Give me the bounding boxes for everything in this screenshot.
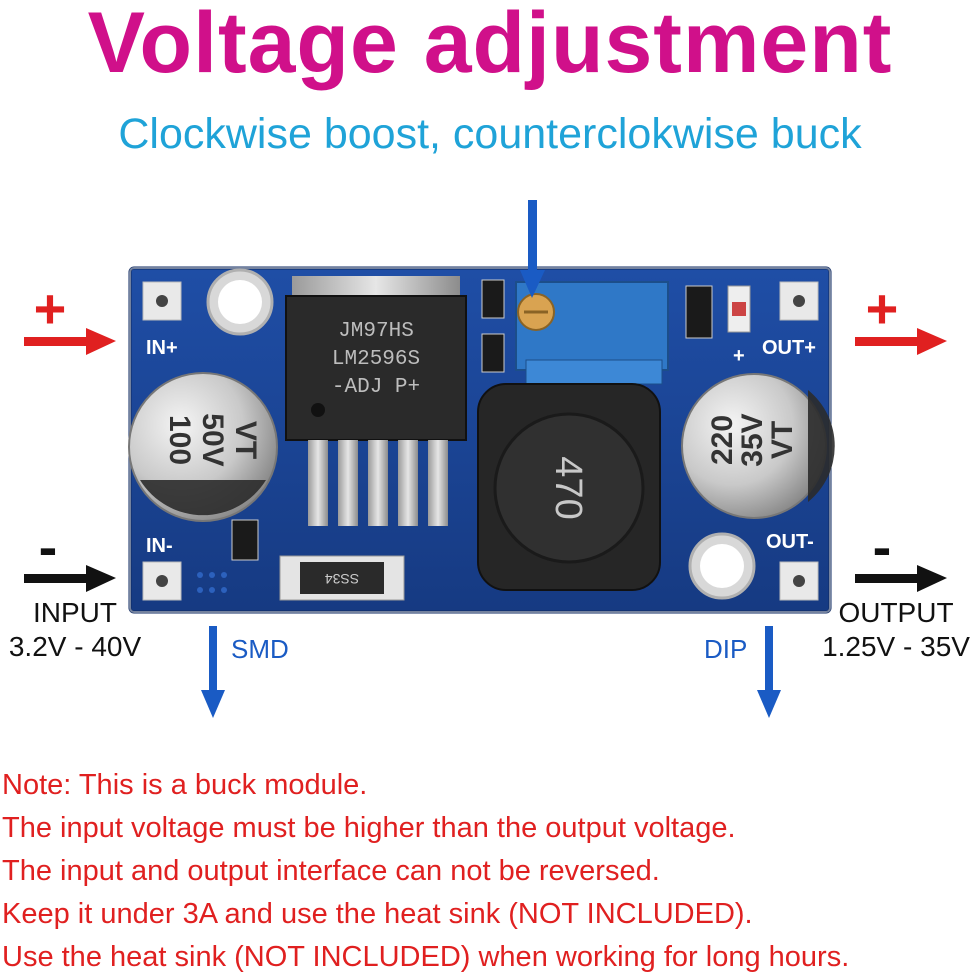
input-title: INPUT: [33, 597, 117, 628]
output-label: OUTPUT 1.25V - 35V: [812, 596, 980, 664]
adjust-arrow: [520, 200, 545, 298]
cap-in-label-3: VT: [229, 421, 262, 459]
input-label: INPUT 3.2V - 40V: [0, 596, 150, 664]
page-subtitle: Clockwise boost, counterclokwise buck: [118, 110, 862, 158]
smd-resistor-2: [481, 333, 505, 373]
note-line-2: The input voltage must be higher than th…: [2, 812, 736, 844]
inductor-label: 470: [547, 456, 589, 519]
input-negative-arrow: [24, 565, 116, 592]
pin-label-in-minus: IN-: [146, 535, 173, 557]
pin-label-in-plus: IN+: [146, 337, 178, 359]
cap-out-label-3: VT: [766, 421, 799, 459]
input-range: 3.2V - 40V: [8, 631, 142, 662]
diode-label: SS34: [325, 571, 359, 587]
cap-in-label-1: 100: [163, 415, 196, 465]
cap-out-label-1: 220: [706, 415, 739, 465]
smd-capacitor: [231, 519, 259, 561]
input-positive-arrow: [24, 328, 116, 355]
cap-polarity-mark: +: [733, 345, 745, 367]
note-line-5: Use the heat sink (NOT INCLUDED) when wo…: [2, 941, 850, 973]
cap-in-label-2: 50V: [196, 413, 229, 466]
output-title: OUTPUT: [838, 597, 954, 628]
input-plus-sign: +: [34, 277, 67, 340]
ic-label-line1: JM97HS: [338, 320, 414, 343]
pin-label-out-minus: OUT-: [766, 531, 814, 553]
ic-legs: [308, 440, 448, 526]
output-positive-arrow: [855, 328, 947, 355]
output-minus-sign: -: [873, 515, 892, 578]
pcb-vias: [197, 572, 227, 593]
output-plus-sign: +: [866, 277, 899, 340]
input-minus-sign: -: [39, 515, 58, 578]
note-line-1: Note: This is a buck module.: [2, 769, 368, 801]
dip-label: DIP: [704, 634, 748, 664]
ic-label-line3: -ADJ P+: [332, 376, 420, 399]
note-line-4: Keep it under 3A and use the heat sink (…: [2, 898, 753, 930]
capacitor-input: 100 50V VT: [128, 372, 278, 522]
output-negative-arrow: [855, 565, 947, 592]
page-title: Voltage adjustment: [87, 0, 893, 91]
capacitor-output: 220 35V VT: [681, 373, 835, 519]
output-range: 1.25V - 35V: [822, 631, 970, 662]
dip-arrow: [757, 626, 781, 718]
smd-resistor-1: [481, 279, 505, 319]
smd-arrow: [201, 626, 225, 718]
ic-label-line2: LM2596S: [332, 348, 420, 371]
note-line-3: The input and output interface can not b…: [2, 855, 660, 887]
smd-resistor-3: [685, 285, 713, 339]
pin-label-out-plus: OUT+: [762, 337, 816, 359]
cap-out-label-2: 35V: [736, 413, 769, 466]
smd-label: SMD: [231, 634, 289, 664]
